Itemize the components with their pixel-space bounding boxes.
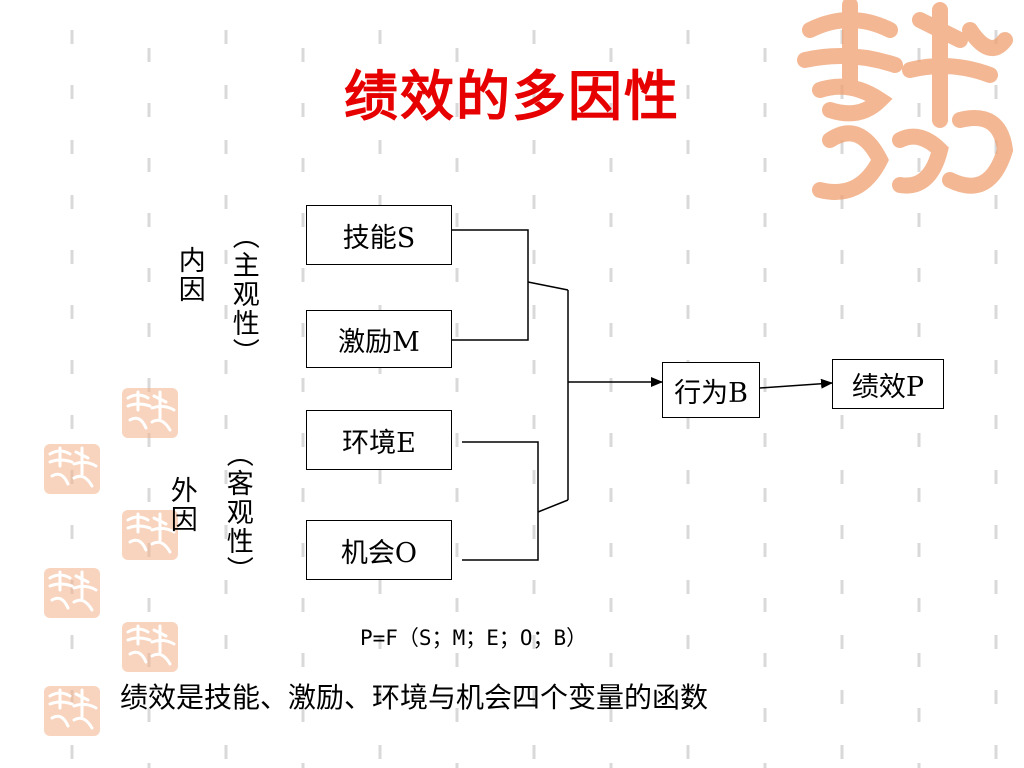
formula-text: P=F（S；M；E；O；B） (360, 626, 588, 650)
internal-factor-label: 内因 (173, 246, 205, 304)
arrow-to-performance (759, 378, 833, 389)
motivation-box: 激励M (306, 310, 452, 368)
external-factor-label: 外因 (165, 476, 197, 534)
subjective-note: （主观性） (227, 222, 259, 367)
caption-text: 绩效是技能、激励、环境与机会四个变量的函数 (120, 681, 709, 714)
small-watermark-logo-5 (122, 622, 178, 672)
opportunity-box: 机会O (306, 520, 452, 580)
small-watermark-logo-3 (122, 510, 178, 560)
behavior-box: 行为B (662, 362, 760, 418)
small-watermark-logo-2 (44, 444, 100, 494)
environment-box: 环境E (306, 410, 452, 470)
page-title: 绩效的多因性 (344, 65, 680, 128)
environment-connector (462, 441, 539, 512)
performance-box: 绩效P (832, 359, 944, 409)
skill-box: 技能S (306, 205, 452, 265)
opportunity-connector (462, 512, 539, 561)
motivation-connector (452, 282, 529, 341)
small-watermark-logo-4 (44, 568, 100, 618)
internal-merge-line (527, 281, 569, 291)
large-watermark-logo (797, 0, 1014, 200)
external-merge-line (537, 499, 569, 513)
objective-note: （客观性） (221, 440, 253, 585)
small-watermark-logo-1 (122, 388, 178, 438)
skill-connector (452, 229, 529, 282)
small-watermark-logo-6 (44, 686, 100, 736)
